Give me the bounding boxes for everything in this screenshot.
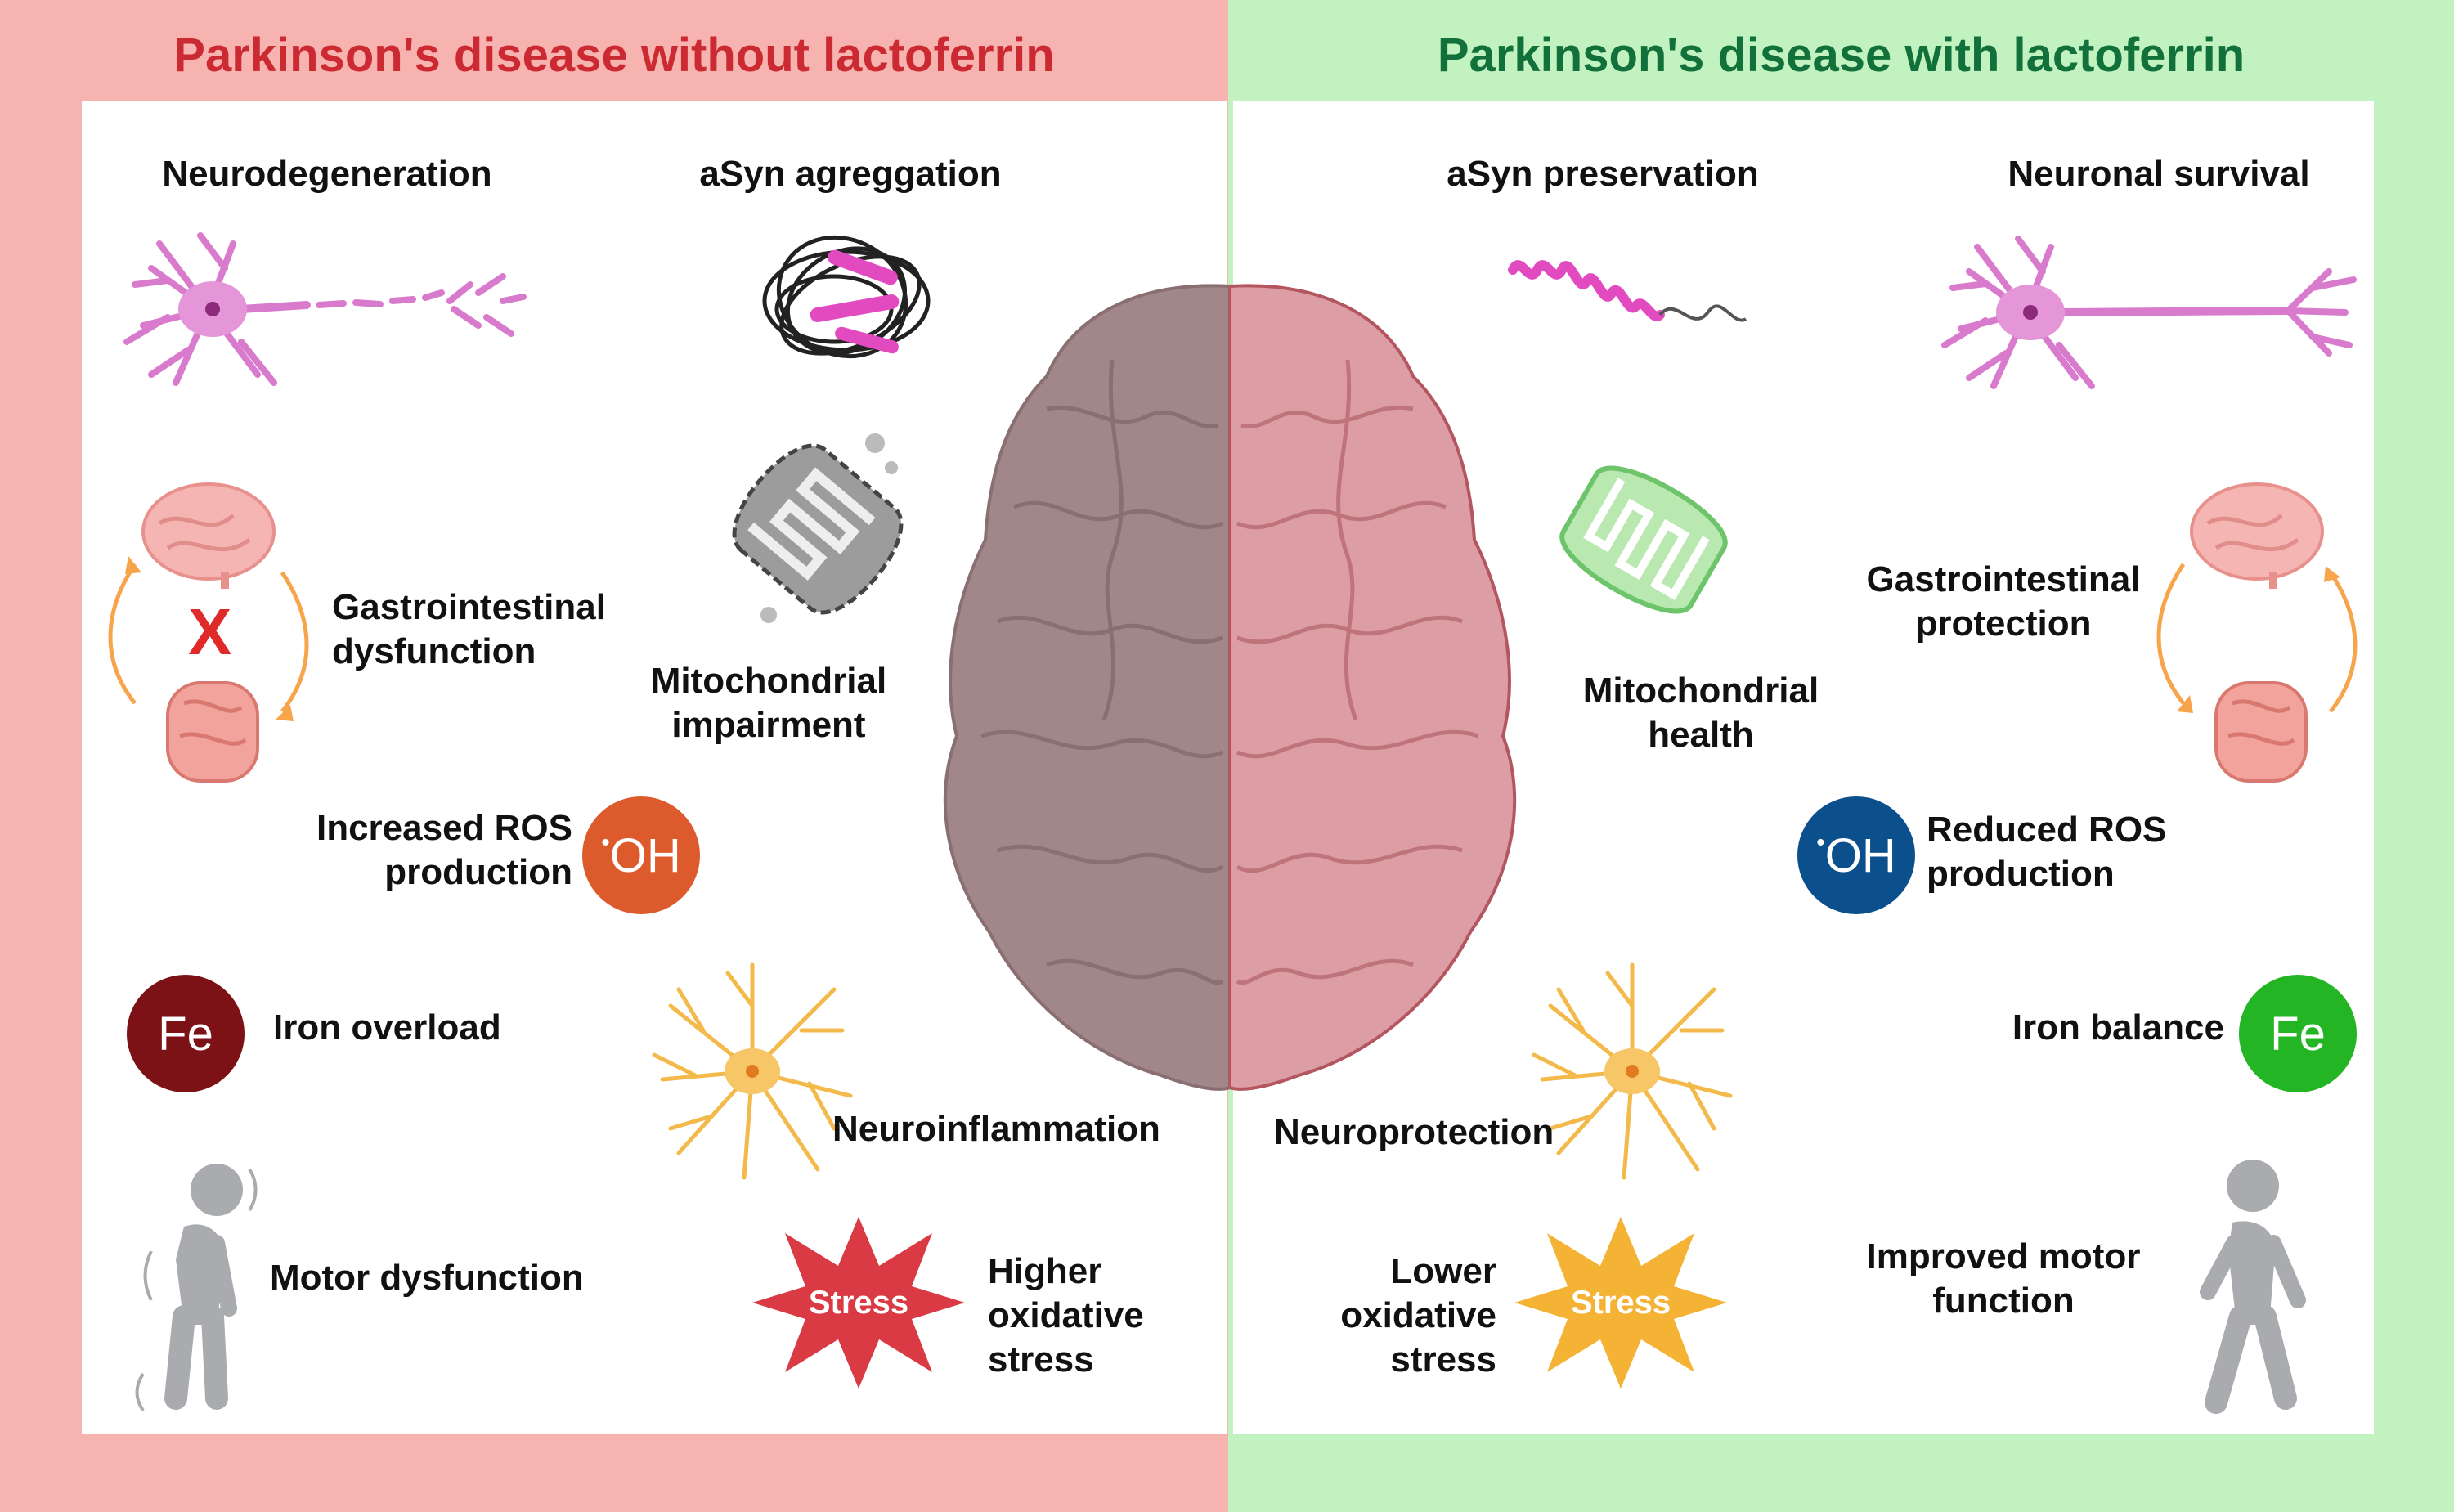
left-panel-title: Parkinson's disease without lactoferrin [173, 29, 1055, 82]
neurodegeneration-label: Neurodegeneration [162, 154, 492, 194]
iron-icon: Fe [127, 975, 245, 1092]
gi-protection-label: Gastrointestinal protection [1832, 558, 2175, 646]
hydroxyl-radical-icon: •OH [582, 796, 700, 914]
higher-stress-line2: oxidative [988, 1295, 1144, 1335]
stress-burst-left-icon [752, 1217, 965, 1389]
lower-stress-line1: Lower [1390, 1251, 1496, 1291]
iron-symbol-right: Fe [2270, 1007, 2326, 1061]
higher-stress-line3: stress [988, 1339, 1094, 1380]
degenerating-neuron-icon [123, 232, 527, 386]
damaged-mitochondria-icon [732, 433, 904, 623]
asyn-preservation-label: aSyn preservation [1447, 154, 1759, 194]
increased-ros-line2: production [384, 852, 572, 892]
gi-protection-line1: Gastrointestinal [1866, 559, 2141, 599]
iron-overload-label: Iron overload [273, 1007, 501, 1048]
lower-stress-line3: stress [1390, 1339, 1496, 1380]
reduced-ros-line2: production [1927, 854, 2115, 894]
impaired-person-icon [135, 1164, 258, 1412]
iron-balance-label: Iron balance [2012, 1007, 2224, 1048]
iron-symbol: Fe [158, 1007, 213, 1061]
lower-stress-line2: oxidative [1340, 1295, 1496, 1335]
gut-brain-axis-healthy-icon [2156, 482, 2358, 783]
neuronal-survival-label: Neuronal survival [2008, 154, 2310, 194]
stress-badge-left: Stress [808, 1285, 909, 1321]
gi-dysfunction-line1: Gastrointestinal [332, 587, 606, 627]
hydroxyl-symbol: OH [609, 828, 681, 882]
iron-balance-icon: Fe [2239, 975, 2357, 1092]
mitochondrial-health-line1: Mitochondrial [1582, 671, 1819, 711]
mitochondrial-impairment-label: Mitochondrial impairment [621, 659, 916, 747]
asyn-monomer-icon [1508, 260, 1747, 322]
asyn-aggregation-label: aSyn agreggation [699, 154, 1002, 194]
reduced-ros-label: Reduced ROS production [1927, 808, 2166, 896]
hydroxyl-radical-reduced-icon: •OH [1797, 796, 1915, 914]
increased-ros-line1: Increased ROS [316, 808, 572, 848]
gut-brain-axis-icon [108, 482, 309, 783]
mitochondrial-health-line2: health [1648, 715, 1754, 755]
gi-blocked-mark: X [188, 595, 232, 668]
increased-ros-label: Increased ROS production [278, 806, 572, 895]
walking-person-icon [2200, 1160, 2306, 1414]
improved-motor-line2: function [1932, 1281, 2075, 1321]
lower-oxidative-stress-label: Lower oxidative stress [1276, 1250, 1496, 1382]
mitochondrial-impairment-line1: Mitochondrial [650, 661, 887, 701]
motor-dysfunction-label: Motor dysfunction [270, 1258, 584, 1298]
mitochondrial-impairment-line2: impairment [671, 705, 866, 745]
asyn-aggregate-icon [762, 235, 931, 359]
improved-motor-line1: Improved motor [1866, 1236, 2141, 1276]
brain-icon [943, 284, 1517, 1091]
gi-dysfunction-label: Gastrointestinal dysfunction [332, 586, 606, 674]
neuroinflammation-label: Neuroinflammation [832, 1109, 1160, 1149]
reactive-astrocyte-icon [652, 962, 853, 1180]
mitochondrial-health-label: Mitochondrial health [1554, 669, 1848, 757]
healthy-neuron-icon [1941, 236, 2357, 389]
stress-badge-right: Stress [1570, 1285, 1671, 1321]
neuroprotection-label: Neuroprotection [1274, 1112, 1554, 1152]
stress-burst-right-icon [1514, 1217, 1727, 1389]
gi-protection-line2: protection [1915, 603, 2092, 644]
right-panel-title: Parkinson's disease with lactoferrin [1437, 29, 2245, 82]
reduced-ros-line1: Reduced ROS [1927, 810, 2167, 850]
higher-stress-line1: Higher [988, 1251, 1102, 1291]
resting-astrocyte-icon [1532, 962, 1733, 1180]
higher-oxidative-stress-label: Higher oxidative stress [988, 1250, 1144, 1382]
hydroxyl-symbol-right: OH [1824, 828, 1896, 882]
improved-motor-label: Improved motor function [1824, 1235, 2183, 1323]
gi-dysfunction-line2: dysfunction [332, 631, 536, 671]
healthy-mitochondria-icon [1559, 465, 1728, 614]
